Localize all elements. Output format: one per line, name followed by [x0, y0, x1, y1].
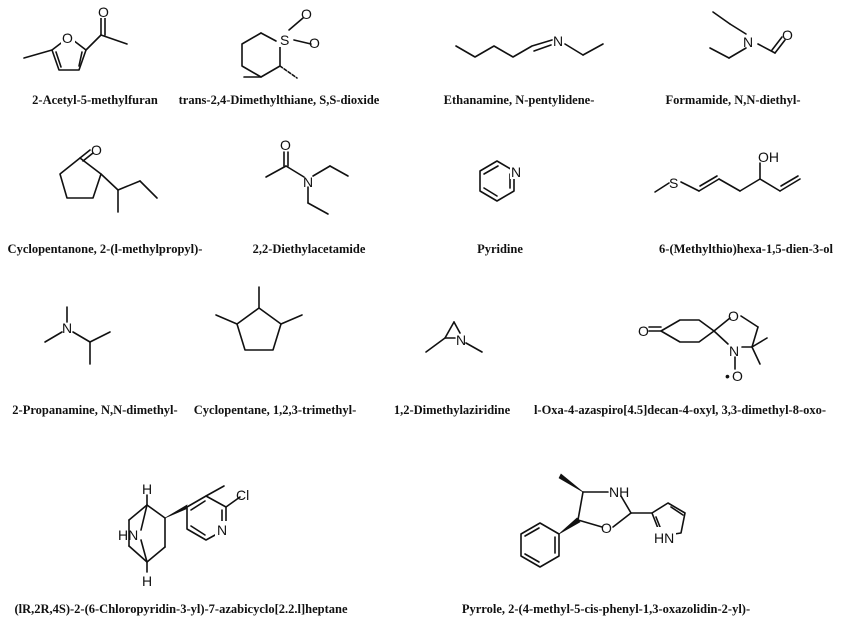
caption-propanamine-n-n-dimethyl: 2-Propanamine, N,N-dimethyl-	[12, 403, 178, 417]
atom-o: O	[782, 27, 793, 43]
atom-o: O	[728, 308, 739, 324]
caption-2-acetyl-5-methylfuran: 2-Acetyl-5-methylfuran	[32, 93, 158, 107]
atom-n: N	[303, 174, 313, 190]
atom-n: N	[217, 522, 227, 538]
atom-o: O	[601, 520, 612, 536]
caption-pyrrole-oxazolidinyl: Pyrrole, 2-(4-methyl-5-cis-phenyl-1,3-ox…	[461, 602, 751, 616]
caption-oxa-azaspirodecan-oxyl: l-Oxa-4-azaspiro[4.5]decan-4-oxyl, 3,3-d…	[533, 403, 827, 417]
atom-o: O	[98, 4, 109, 20]
caption-diethylacetamide: 2,2-Diethylacetamide	[252, 242, 366, 256]
caption-methylthio-hexadienol: 6-(Methylthio)hexa-1,5-dien-3-ol	[659, 242, 833, 256]
atom-o: O	[91, 142, 102, 158]
caption-chloropyridinyl-azabicycloheptane: (lR,2R,4S)-2-(6-Chloropyridin-3-yl)-7-az…	[14, 602, 348, 616]
atom-n: N	[729, 343, 739, 359]
atom-o: O	[638, 323, 649, 339]
caption-cyclopentanone-methylpropyl: Cyclopentanone, 2-(l-methylpropyl)-	[7, 242, 203, 256]
atom-hn: HN	[654, 530, 674, 546]
caption-pyridine: Pyridine	[477, 242, 523, 256]
atom-o: O	[280, 137, 291, 153]
radical-dot: •	[725, 368, 730, 384]
atom-s: S	[669, 175, 678, 191]
atom-hn: HN	[118, 527, 138, 543]
atom-o: O	[62, 30, 73, 46]
atom-s: S	[280, 32, 289, 48]
atom-nh: NH	[609, 484, 629, 500]
atom-n: N	[553, 33, 563, 49]
atom-n: N	[456, 332, 466, 348]
caption-ethanamine-n-pentylidene: Ethanamine, N-pentylidene-	[443, 93, 595, 107]
caption-dimethylaziridine: 1,2-Dimethylaziridine	[393, 403, 511, 417]
atom-oh: OH	[758, 149, 779, 165]
atom-o: O	[732, 368, 743, 384]
atom-h: H	[142, 481, 152, 497]
atom-n: N	[511, 164, 521, 180]
caption-formamide-n-n-diethyl: Formamide, N,N-diethyl-	[665, 93, 801, 107]
atom-n: N	[743, 34, 753, 50]
atom-n: N	[62, 320, 72, 336]
atom-h: H	[142, 573, 152, 589]
atom-o: O	[309, 35, 320, 51]
caption-cyclopentane-trimethyl: Cyclopentane, 1,2,3-trimethyl-	[193, 403, 357, 417]
caption-dimethylthiane-dioxide: trans-2,4-Dimethylthiane, S,S-dioxide	[178, 93, 380, 107]
atom-cl: Cl	[236, 487, 249, 503]
atom-o: O	[301, 6, 312, 22]
